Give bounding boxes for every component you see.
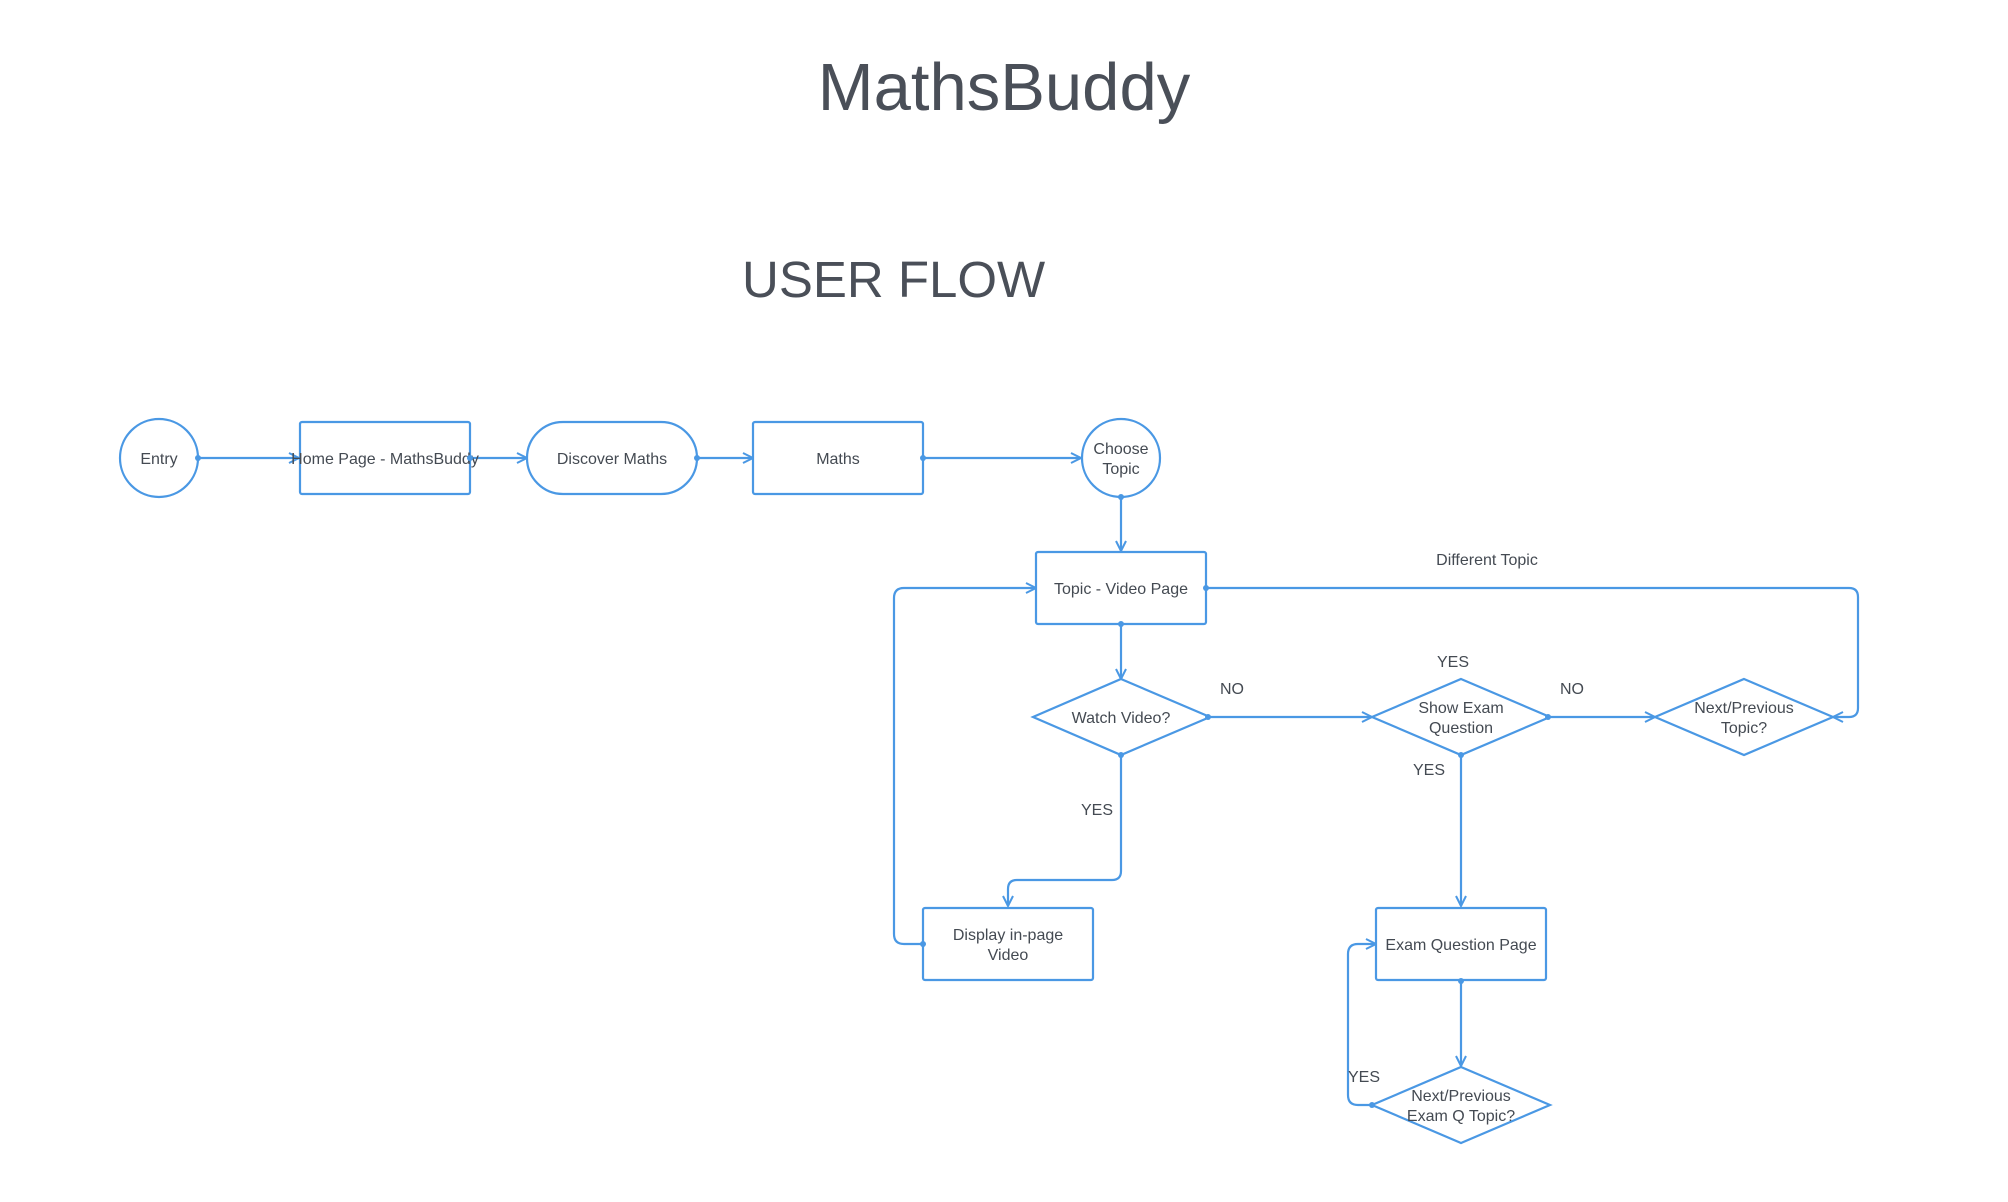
next-previous-topic-decision: Next/Previous Topic? <box>1652 677 1836 757</box>
home-page-label: Home Page - MathsBuddy <box>291 451 479 468</box>
section-title: USER FLOW <box>742 251 1046 308</box>
different-topic-label: Different Topic <box>1436 552 1538 569</box>
next-previous-exam-label-line2: Exam Q Topic? <box>1407 1108 1515 1125</box>
choose-topic-label-line1: Choose <box>1093 441 1148 458</box>
choose-topic-label-line2: Topic <box>1102 461 1139 478</box>
topic-video-page-label: Topic - Video Page <box>1054 581 1188 598</box>
exam-question-page-node: Exam Question Page <box>1374 906 1548 982</box>
exam-no-label: NO <box>1560 681 1584 698</box>
edge-labels: Different Topic NO YES YES NO YES YES <box>1081 552 1584 1086</box>
connection-dots <box>195 455 1551 1108</box>
edges <box>198 458 1860 1107</box>
home-page-node: Home Page - MathsBuddy <box>291 420 479 496</box>
display-video-node: Display in-page Video <box>921 906 1095 982</box>
edge-different-topic-loop <box>1206 586 1860 717</box>
maths-node: Maths <box>751 420 925 496</box>
maths-label: Maths <box>816 451 860 468</box>
page-title: MathsBuddy <box>817 50 1191 125</box>
watch-no-label: NO <box>1220 681 1244 698</box>
discover-maths-node: Discover Maths <box>525 420 699 496</box>
show-exam-question-label-line1: Show Exam <box>1418 700 1503 717</box>
edge-display-video-back-to-video-page <box>892 588 1036 946</box>
entry-node: Entry <box>118 417 200 499</box>
next-previous-exam-decision: Next/Previous Exam Q Topic? <box>1369 1065 1553 1145</box>
next-previous-topic-label-line2: Topic? <box>1721 720 1767 737</box>
nodes: Entry Home Page - MathsBuddy Discover Ma… <box>118 417 1836 1145</box>
discover-maths-label: Discover Maths <box>557 451 667 468</box>
edge-watch-yes-to-display-video <box>1008 755 1123 906</box>
watch-video-label: Watch Video? <box>1072 710 1171 727</box>
entry-label: Entry <box>140 451 177 468</box>
exam-yes-label: YES <box>1413 762 1445 779</box>
next-previous-exam-label-line1: Next/Previous <box>1411 1088 1511 1105</box>
exam-top-yes-label: YES <box>1437 654 1469 671</box>
loop-yes-label: YES <box>1348 1069 1380 1086</box>
display-video-label-line1: Display in-page <box>953 927 1063 944</box>
topic-video-page-node: Topic - Video Page <box>1034 550 1208 626</box>
show-exam-question-decision: Show Exam Question <box>1369 677 1553 757</box>
watch-video-decision: Watch Video? <box>1030 677 1213 757</box>
edge-next-exam-yes-loop <box>1346 944 1376 1107</box>
watch-yes-label: YES <box>1081 802 1113 819</box>
show-exam-question-label-line2: Question <box>1429 720 1493 737</box>
display-video-label-line2: Video <box>988 947 1029 964</box>
choose-topic-node: Choose Topic <box>1080 417 1162 499</box>
next-previous-topic-label-line1: Next/Previous <box>1694 700 1794 717</box>
exam-question-page-label: Exam Question Page <box>1385 937 1536 954</box>
